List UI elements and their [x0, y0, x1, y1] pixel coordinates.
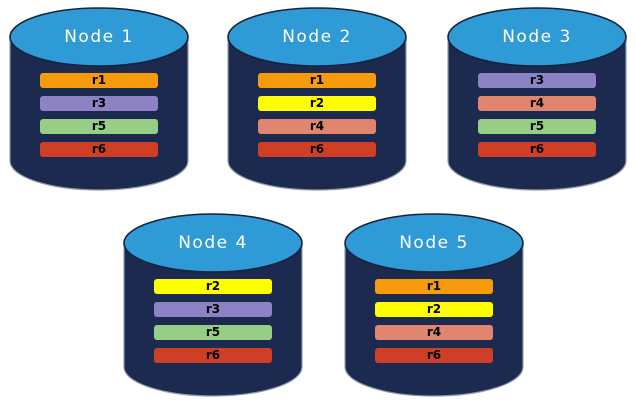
replica-row[interactable]: r2	[258, 96, 376, 111]
replica-row-list: r1 r2 r4 r6	[228, 73, 406, 157]
replica-row[interactable]: r6	[375, 348, 493, 363]
replica-row[interactable]: r3	[478, 73, 596, 88]
replica-row[interactable]: r5	[478, 119, 596, 134]
cylinder-top-ellipse	[447, 7, 627, 67]
replica-row[interactable]: r2	[375, 302, 493, 317]
replica-row[interactable]: r2	[154, 279, 272, 294]
replica-row[interactable]: r5	[154, 325, 272, 340]
replica-row-list: r2 r3 r5 r6	[124, 279, 302, 363]
replica-row-list: r3 r4 r5 r6	[448, 73, 626, 157]
replica-row[interactable]: r1	[258, 73, 376, 88]
replica-row[interactable]: r1	[40, 73, 158, 88]
replica-row[interactable]: r6	[258, 142, 376, 157]
replica-row[interactable]: r1	[375, 279, 493, 294]
replica-row[interactable]: r3	[40, 96, 158, 111]
replica-row[interactable]: r5	[40, 119, 158, 134]
replica-row[interactable]: r6	[478, 142, 596, 157]
cylinder-top-ellipse	[9, 7, 189, 67]
replica-row[interactable]: r4	[478, 96, 596, 111]
replica-row[interactable]: r4	[258, 119, 376, 134]
cylinder-top-ellipse	[123, 213, 303, 273]
replica-row[interactable]: r6	[154, 348, 272, 363]
replica-row[interactable]: r3	[154, 302, 272, 317]
replica-row[interactable]: r4	[375, 325, 493, 340]
replica-row[interactable]: r6	[40, 142, 158, 157]
cylinder-top-ellipse	[344, 213, 524, 273]
replica-row-list: r1 r2 r4 r6	[345, 279, 523, 363]
cylinder-top-ellipse	[227, 7, 407, 67]
replica-row-list: r1 r3 r5 r6	[10, 73, 188, 157]
